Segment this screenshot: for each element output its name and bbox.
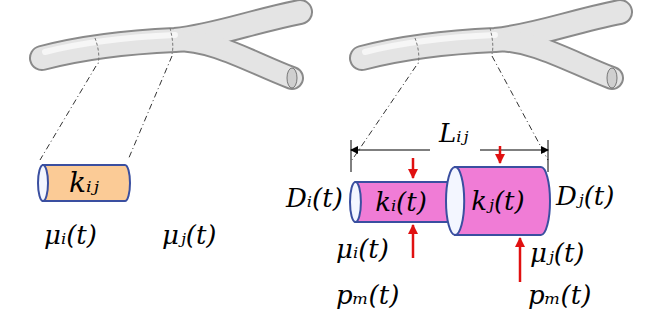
vessel-segment: kⱼ(t) xyxy=(446,166,550,236)
symbol-label: Lᵢⱼ xyxy=(437,120,470,146)
symbol-label: Dⱼ(t) xyxy=(556,183,614,209)
vessel-segment: kᵢ(t) xyxy=(350,181,452,223)
symbol-label: pₘ(t) xyxy=(528,282,591,308)
segment-label: kᵢⱼ xyxy=(69,169,99,197)
symbol-label: μᵢ(t) xyxy=(336,236,389,262)
segment-label: kⱼ(t) xyxy=(471,188,524,214)
segment-label: kᵢ(t) xyxy=(375,189,427,215)
symbol-label: μᵢ(t) xyxy=(44,222,97,248)
symbol-label: μⱼ(t) xyxy=(162,222,217,248)
vessel-segment: kᵢⱼ xyxy=(38,164,130,202)
symbol-label: Dᵢ(t) xyxy=(286,185,343,211)
symbol-label: μⱼ(t) xyxy=(530,240,585,266)
symbol-label: pₘ(t) xyxy=(336,282,399,308)
